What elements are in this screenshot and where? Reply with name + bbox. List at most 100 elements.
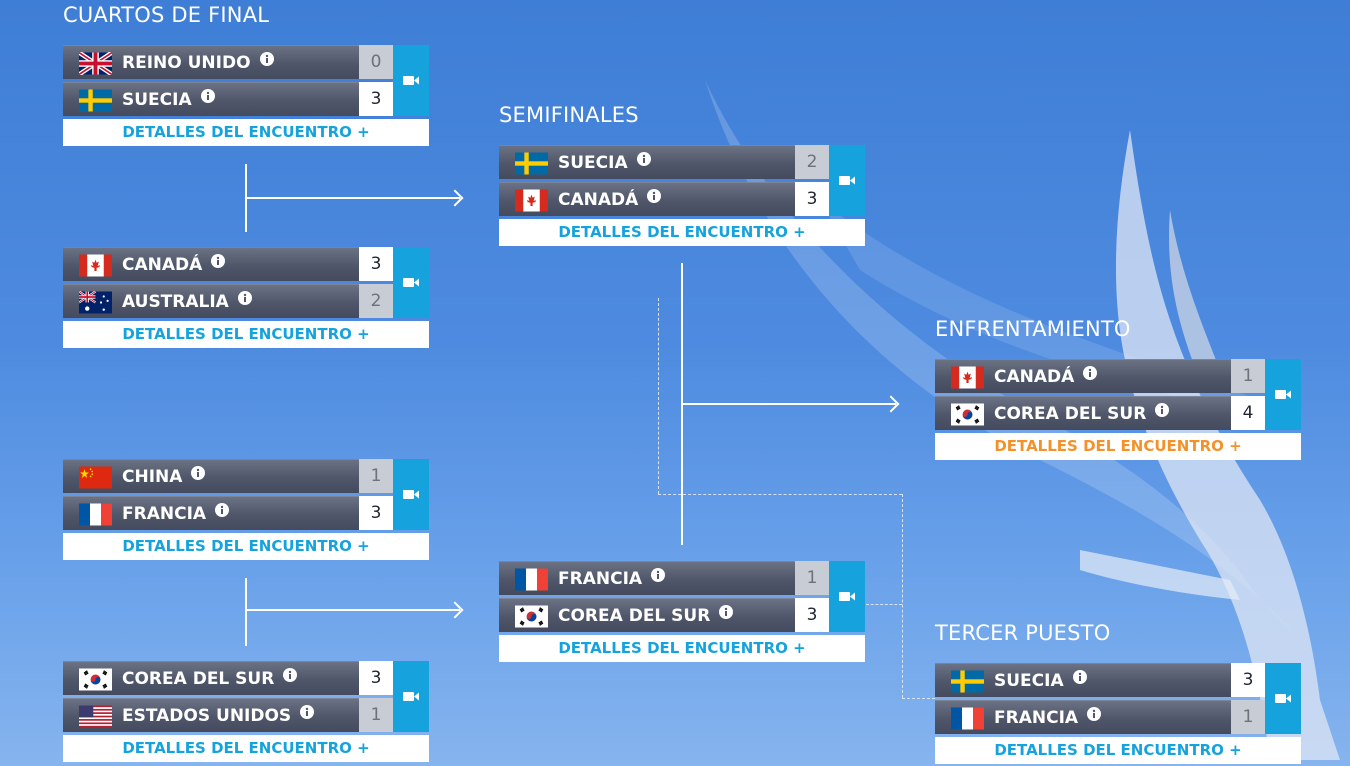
team-name: AUSTRALIA — [122, 292, 229, 312]
connector-arrow — [882, 395, 900, 413]
team-score: 3 — [359, 247, 393, 281]
info-icon[interactable] — [215, 501, 230, 523]
team-name: FRANCIA — [994, 708, 1079, 728]
video-camera-icon — [839, 587, 855, 606]
video-camera-button[interactable] — [1265, 359, 1301, 430]
se-flag-icon — [951, 670, 984, 693]
ca-flag-icon — [951, 366, 984, 389]
team-name: SUECIA — [558, 153, 628, 173]
kr-flag-icon — [79, 668, 112, 691]
connector-arrow — [446, 601, 464, 619]
match-details-link[interactable]: DETALLES DEL ENCUENTRO + — [499, 635, 865, 662]
info-icon[interactable] — [1155, 401, 1170, 423]
team-row: REINO UNIDO — [63, 45, 359, 79]
info-icon[interactable] — [647, 187, 662, 209]
connector-qf34-horizontal — [245, 609, 460, 611]
info-icon[interactable] — [636, 150, 651, 172]
info-icon[interactable] — [211, 252, 226, 274]
team-row: SUECIA — [63, 82, 359, 116]
ca-flag-icon — [515, 189, 548, 212]
team-name: COREA DEL SUR — [558, 606, 711, 626]
connector-qf34-vertical — [245, 578, 247, 646]
info-icon[interactable] — [191, 464, 206, 486]
cn-flag-icon — [79, 466, 112, 489]
team-name: ESTADOS UNIDOS — [122, 706, 292, 726]
team-score: 1 — [359, 698, 393, 732]
info-icon[interactable] — [1072, 668, 1087, 690]
team-score: 3 — [359, 661, 393, 695]
info-icon[interactable] — [1083, 364, 1098, 386]
match-details-link[interactable]: DETALLES DEL ENCUENTRO + — [499, 219, 865, 246]
team-name: CANADÁ — [122, 255, 203, 275]
match-details-link[interactable]: DETALLES DEL ENCUENTRO + — [935, 433, 1301, 460]
team-row: CHINA — [63, 459, 359, 493]
info-icon[interactable] — [237, 289, 252, 311]
team-row: COREA DEL SUR — [63, 661, 359, 695]
se-flag-icon — [515, 152, 548, 175]
match-details-link[interactable]: DETALLES DEL ENCUENTRO + — [63, 735, 429, 762]
dashed-connector-third — [658, 494, 902, 495]
team-row: CANADÁ — [63, 247, 359, 281]
team-score: 3 — [795, 598, 829, 632]
connector-qf12-horizontal — [245, 197, 460, 199]
info-icon[interactable] — [719, 603, 734, 625]
team-row: FRANCIA — [499, 561, 795, 595]
video-camera-button[interactable] — [393, 661, 429, 732]
team-score: 4 — [1231, 396, 1265, 430]
info-icon[interactable] — [651, 566, 666, 588]
info-icon[interactable] — [200, 87, 215, 109]
match-details-link[interactable]: DETALLES DEL ENCUENTRO + — [63, 321, 429, 348]
info-icon[interactable] — [300, 703, 315, 725]
team-row: COREA DEL SUR — [935, 396, 1231, 430]
video-camera-button[interactable] — [1265, 663, 1301, 734]
video-camera-button[interactable] — [393, 459, 429, 530]
team-row: SUECIA — [935, 663, 1231, 697]
team-row: FRANCIA — [935, 700, 1231, 734]
video-camera-button[interactable] — [393, 45, 429, 116]
team-row: AUSTRALIA — [63, 284, 359, 318]
video-camera-icon — [1275, 689, 1291, 708]
team-score: 2 — [359, 284, 393, 318]
team-name: CHINA — [122, 467, 183, 487]
dashed-connector-third — [866, 604, 902, 605]
video-camera-icon — [403, 687, 419, 706]
team-name: SUECIA — [122, 90, 192, 110]
team-name: REINO UNIDO — [122, 53, 251, 73]
info-icon[interactable] — [259, 50, 274, 72]
video-camera-button[interactable] — [829, 145, 865, 216]
team-score: 3 — [359, 496, 393, 530]
team-row: FRANCIA — [63, 496, 359, 530]
team-row: CANADÁ — [499, 182, 795, 216]
team-name: COREA DEL SUR — [994, 404, 1147, 424]
video-camera-button[interactable] — [829, 561, 865, 632]
team-score: 0 — [359, 45, 393, 79]
team-row: SUECIA — [499, 145, 795, 179]
video-camera-icon — [1275, 385, 1291, 404]
team-row: ESTADOS UNIDOS — [63, 698, 359, 732]
third-place-title: TERCER PUESTO — [935, 621, 1111, 645]
video-camera-icon — [403, 71, 419, 90]
se-flag-icon — [79, 89, 112, 112]
team-row: COREA DEL SUR — [499, 598, 795, 632]
video-camera-button[interactable] — [393, 247, 429, 318]
match-details-link[interactable]: DETALLES DEL ENCUENTRO + — [63, 119, 429, 146]
fr-flag-icon — [79, 503, 112, 526]
info-icon[interactable] — [1087, 705, 1102, 727]
match-details-link[interactable]: DETALLES DEL ENCUENTRO + — [935, 737, 1301, 764]
fr-flag-icon — [951, 707, 984, 730]
match-details-link[interactable]: DETALLES DEL ENCUENTRO + — [63, 533, 429, 560]
team-score: 3 — [1231, 663, 1265, 697]
team-name: COREA DEL SUR — [122, 669, 275, 689]
gb-flag-icon — [79, 52, 112, 75]
fr-flag-icon — [515, 568, 548, 591]
info-icon[interactable] — [283, 666, 298, 688]
semifinals-title: SEMIFINALES — [499, 103, 639, 127]
team-name: CANADÁ — [558, 190, 639, 210]
